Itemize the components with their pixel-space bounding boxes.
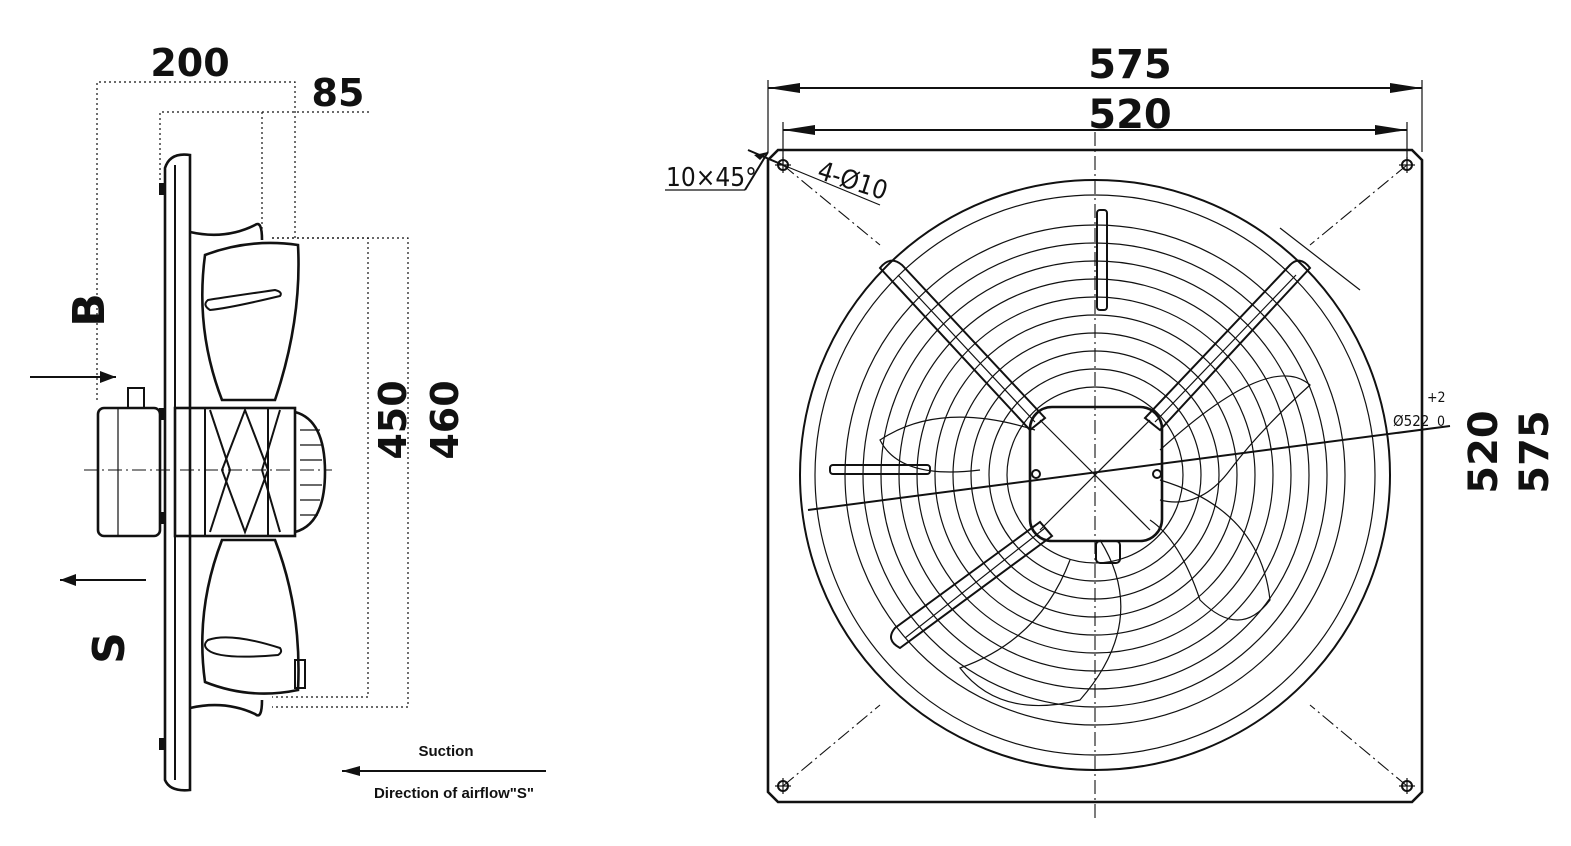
hub [829,209,1164,564]
finger-guard [844,224,1346,726]
tolerance-lower: 0 [1437,414,1445,430]
outer-ring [799,179,1391,771]
dim-plate-height: 575 [1512,410,1558,494]
mounting-plate [766,148,1424,804]
dim-plate-width: 575 [1088,42,1172,88]
motor [84,387,332,538]
inner-ring [814,194,1376,756]
dim-blade-height: 450 [371,380,415,459]
diameter-label: Ø522 [1393,412,1429,430]
tolerance-upper: +2 [1427,390,1446,406]
dim-hole-spacing-height: 520 [1461,410,1507,494]
airflow-arrows [30,371,146,586]
dim-hole-spacing-width: 520 [1088,92,1172,138]
dim-overall-depth: 200 [150,41,229,85]
chamfer-note [665,149,881,206]
holes-label: 4-Ø10 [814,156,891,207]
chamfer-label: 10×45° [666,163,757,193]
guard-struts [878,259,1312,650]
front-view: 575 520 520 575 [665,42,1558,820]
lower-blade [201,538,306,695]
side-view-dimension-lines [96,81,409,708]
dim-guard-depth: 85 [312,71,365,115]
front-view-dimension-lines [767,80,1423,165]
dim-housing-height: 460 [423,380,467,459]
diagonal-centre-lines [782,132,1408,820]
shroud-ring [189,222,264,717]
suction-label: Suction [419,743,474,760]
airflow-label-s: S [84,632,135,664]
airflow-label-b: B [64,293,115,327]
direction-of-airflow-label: Direction of airflow"S" [374,785,534,802]
fan-blades [879,375,1311,707]
upper-blade [201,241,300,402]
airflow-direction-note: Suction Direction of airflow"S" [342,743,546,802]
diameter-leader [807,425,1451,511]
side-view: B S 200 85 450 460 Suction Direction of … [30,41,546,802]
